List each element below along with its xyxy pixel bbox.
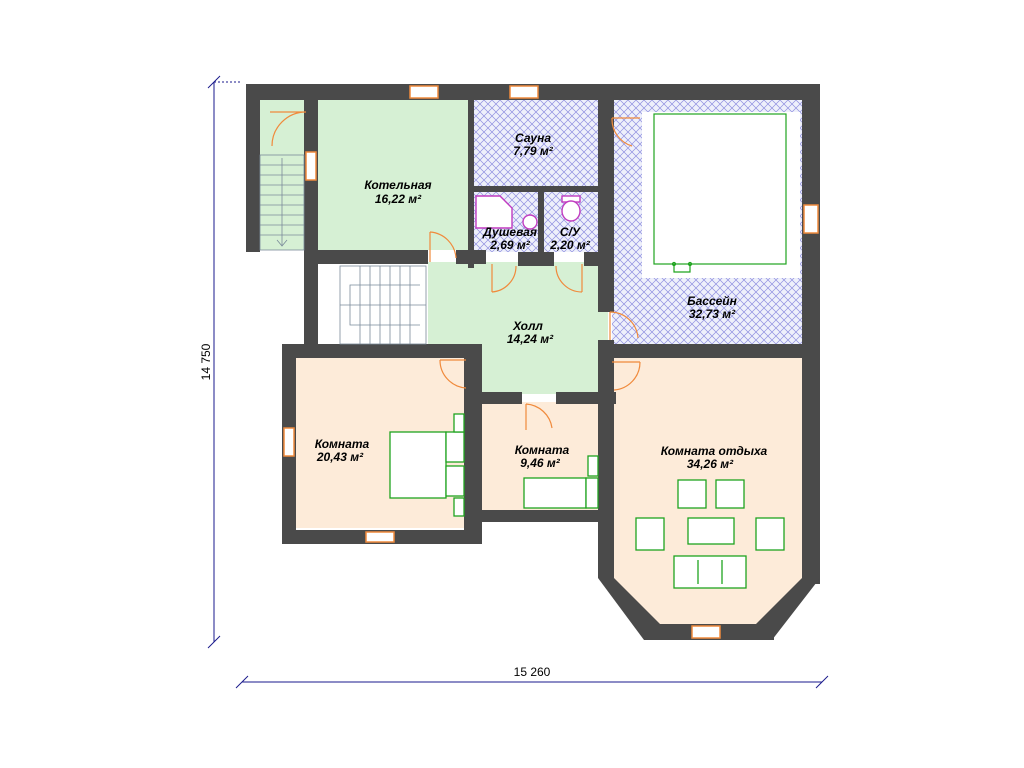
sofa [673,555,747,589]
walls [246,84,820,640]
label-komnata1: Комната [315,437,370,451]
label-basseyn: Бассейн [687,294,738,308]
label-komnata2: Комната [515,443,570,457]
bed-single [523,477,587,509]
area-dush: 2,69 м² [489,238,531,252]
stairs-area-fill [318,262,428,346]
shower-tray [475,195,513,229]
label-kotelnaya: Котельная [364,178,431,192]
window-kotel-left [305,151,317,181]
label-dush: Душевая [482,225,537,239]
label-otdyh: Комната отдыха [661,444,768,458]
window-bottom-room [365,531,395,543]
dimension-height: 14 750 [199,343,213,380]
area-holl: 14,24 м² [507,332,554,346]
sink [522,214,538,230]
pool [653,113,787,273]
dimension-width: 15 260 [514,665,551,679]
area-komnata2: 9,46 м² [520,456,561,470]
stairs-center [339,265,427,345]
area-basseyn: 32,73 м² [689,307,736,321]
bed-double [389,431,447,499]
label-holl: Холл [512,319,543,333]
window-right [803,204,819,234]
sauna-fill [472,100,600,188]
room-fills [260,100,802,624]
area-kotelnaya: 16,22 м² [375,192,422,206]
toilet-bowl [561,200,581,222]
kotelnaya-fill [318,100,470,250]
furniture [389,413,785,589]
coffee-table [687,517,735,545]
windows [283,85,819,639]
area-sauna: 7,79 м² [513,144,554,158]
room-labels: Котельная 16,22 м² Сауна 7,79 м² Душевая… [315,131,768,471]
area-komnata1: 20,43 м² [316,450,364,464]
sanitary [475,195,581,230]
armchair-1 [677,479,707,509]
armchair-3 [635,517,665,551]
window-bottom-otdyh [691,625,721,639]
pool-water [642,112,800,278]
armchair-4 [755,517,785,551]
otdyh-fill [614,358,802,624]
window-top-1 [409,85,439,99]
dimension-lines [207,75,829,689]
doors [270,111,641,430]
stairs-left [259,154,305,251]
label-su: С/У [560,225,581,239]
window-top-2 [509,85,539,99]
area-otdyh: 34,26 м² [687,457,734,471]
area-su: 2,20 м² [549,238,591,252]
label-sauna: Сауна [515,131,551,145]
window-left-room [283,427,295,457]
armchair-2 [715,479,745,509]
